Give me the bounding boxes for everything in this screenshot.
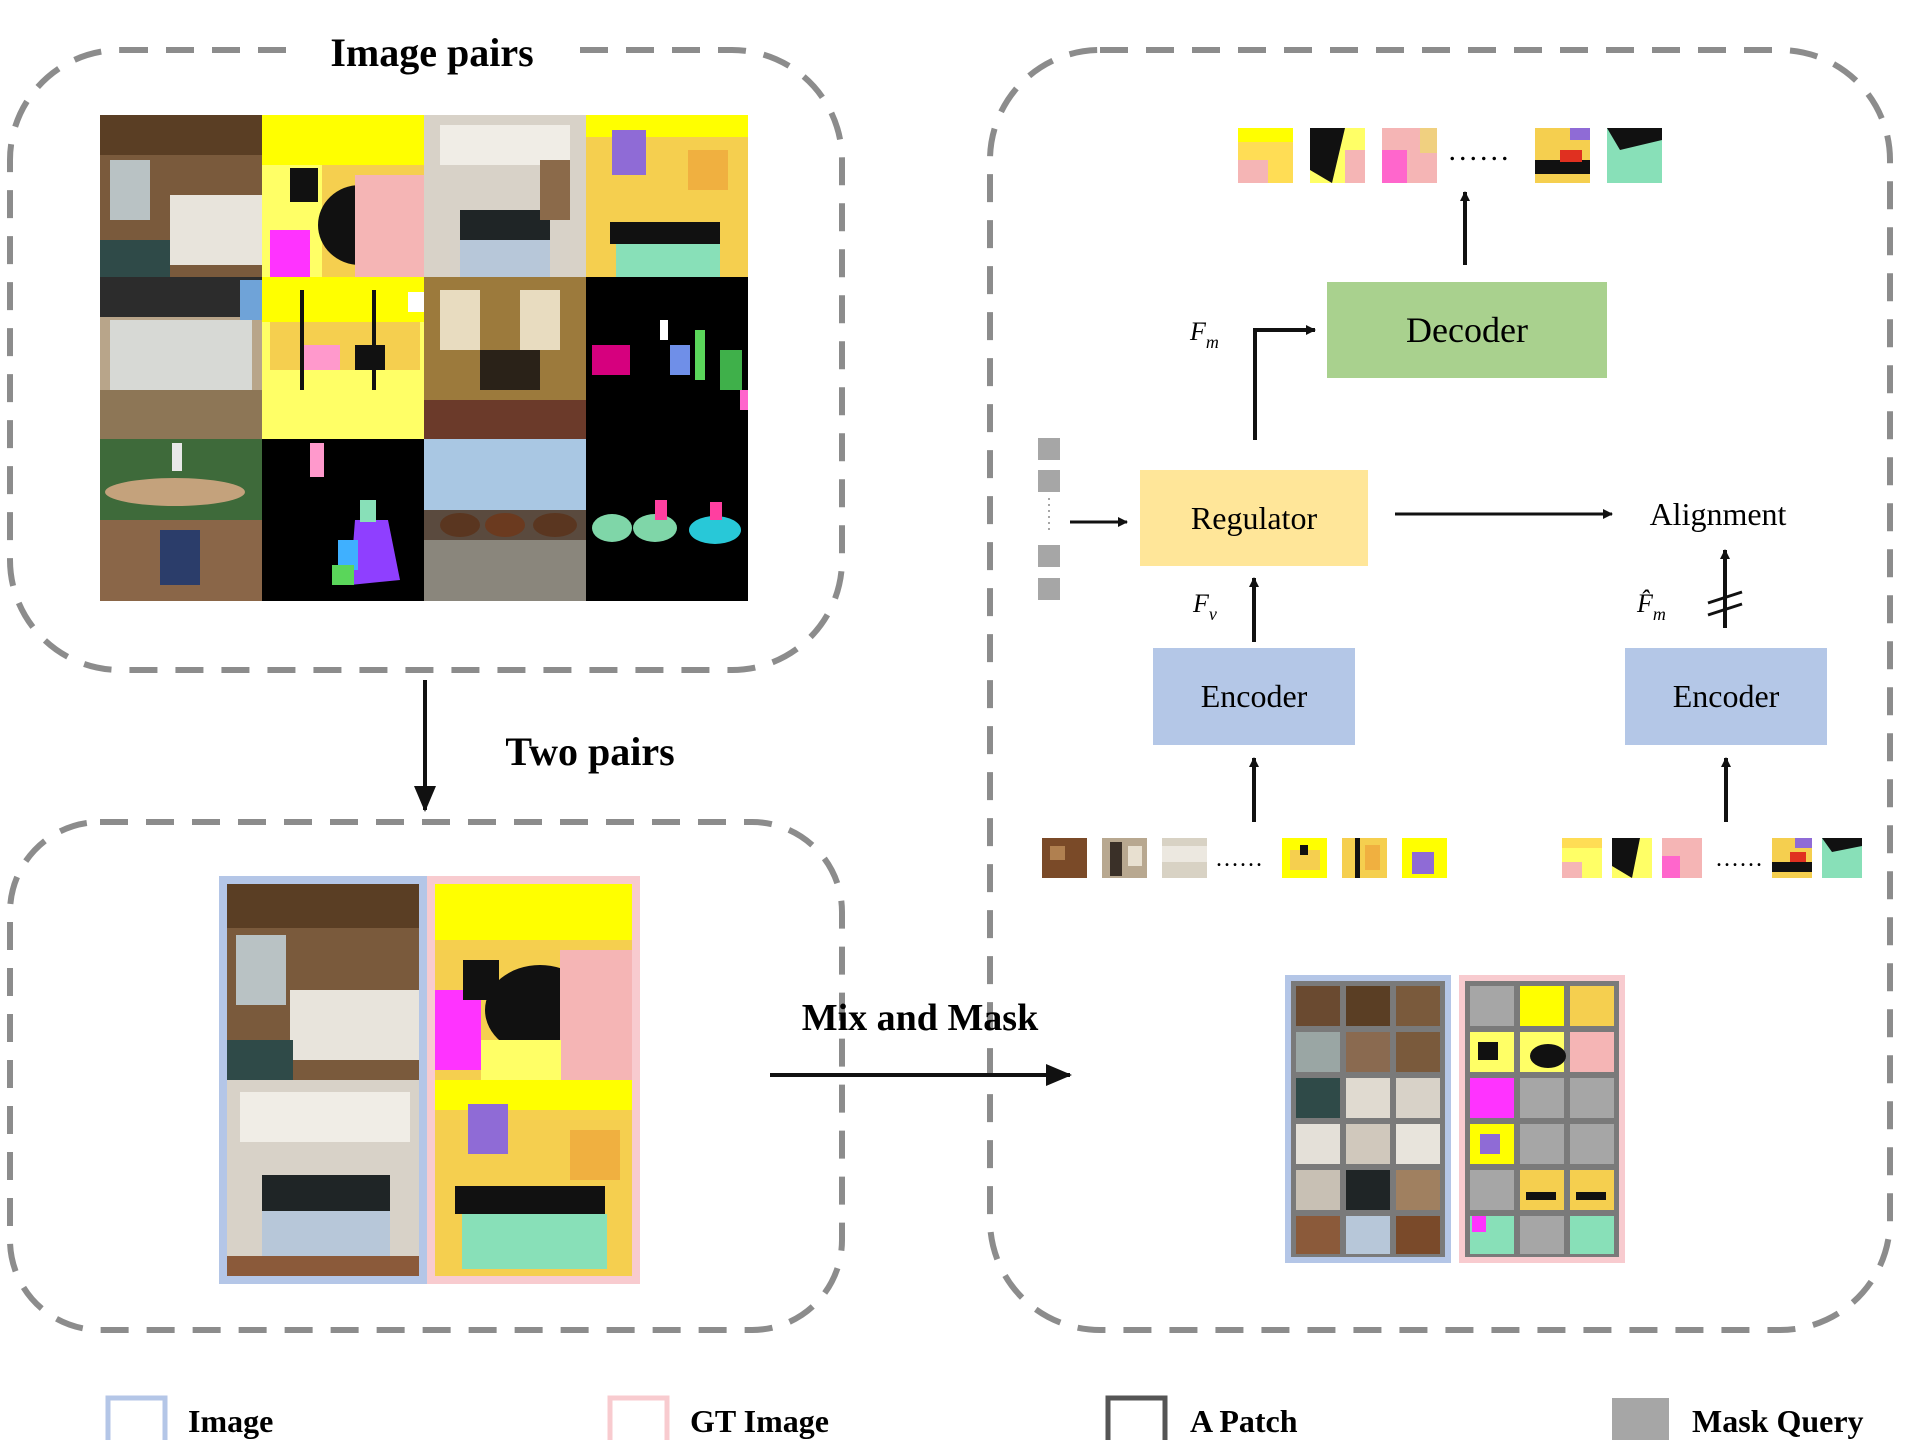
legend-mask-swatch xyxy=(1612,1398,1669,1440)
decoder-label: Decoder xyxy=(1406,310,1528,350)
regulator-block xyxy=(1140,470,1368,566)
gt-input-ellipsis: ...... xyxy=(1716,846,1764,872)
scene-photo-bedroom xyxy=(100,115,262,277)
legend-gt-swatch xyxy=(607,1395,670,1440)
scene-photo-horses xyxy=(424,439,586,601)
image-pairs-grid xyxy=(100,115,748,601)
selected-pairs xyxy=(219,876,640,1284)
fm-hat-label: F̂m xyxy=(1636,589,1666,624)
scene-mask-baseball xyxy=(262,439,424,601)
image-input-ellipsis: ...... xyxy=(1216,846,1264,872)
encoder-left-block xyxy=(1153,648,1355,745)
pipeline-panel xyxy=(987,47,1893,1333)
image-border xyxy=(219,876,427,1284)
scene-mask-bedroom xyxy=(262,115,424,277)
image-pairs-panel xyxy=(7,47,845,673)
image-input-patches: ...... xyxy=(1042,838,1447,878)
scene-mask-kitchen xyxy=(586,115,748,277)
two-pairs-panel xyxy=(7,819,845,1333)
legend-patch-label: A Patch xyxy=(1190,1403,1298,1439)
scene-mask-livingroom xyxy=(586,277,748,439)
fv-label: Fv xyxy=(1192,589,1217,624)
image-pairs-title: Image pairs xyxy=(330,30,533,75)
two-pairs-label: Two pairs xyxy=(505,729,674,774)
alignment-label: Alignment xyxy=(1650,496,1787,532)
decoder-block xyxy=(1327,282,1607,378)
legend-image-label: Image xyxy=(188,1403,273,1439)
encoder-right-block xyxy=(1625,648,1827,745)
regulator-label: Regulator xyxy=(1191,500,1318,536)
gt-input-patches: ...... xyxy=(1562,838,1862,878)
mixed-image-grid xyxy=(1285,975,1451,1263)
output-ellipsis: ...... xyxy=(1449,134,1512,167)
encoder-right-label: Encoder xyxy=(1673,678,1780,714)
scene-photo-livingroom xyxy=(424,277,586,439)
legend-patch-swatch xyxy=(1105,1395,1168,1440)
scene-photo-hall xyxy=(100,277,262,439)
mix-and-mask-label: Mix and Mask xyxy=(802,997,1039,1039)
legend-mask-label: Mask Query xyxy=(1692,1403,1864,1439)
mask-query-tokens xyxy=(1038,438,1060,600)
scene-mask-hall xyxy=(262,277,424,439)
output-patches: ...... xyxy=(1238,128,1662,183)
selected-gt-column xyxy=(427,876,640,1284)
encoder-left-label: Encoder xyxy=(1201,678,1308,714)
selected-image-column xyxy=(219,876,427,1284)
legend: Image GT Image A Patch Mask Query xyxy=(105,1395,1864,1440)
legend-image-swatch xyxy=(105,1395,168,1440)
scene-mask-horses xyxy=(586,439,748,601)
legend-gt-label: GT Image xyxy=(690,1403,829,1439)
fm-label: Fm xyxy=(1189,317,1219,352)
masked-gt-grid xyxy=(1459,975,1625,1263)
gt-border xyxy=(427,876,640,1284)
scene-photo-baseball xyxy=(100,439,262,601)
scene-photo-kitchen xyxy=(424,115,586,277)
